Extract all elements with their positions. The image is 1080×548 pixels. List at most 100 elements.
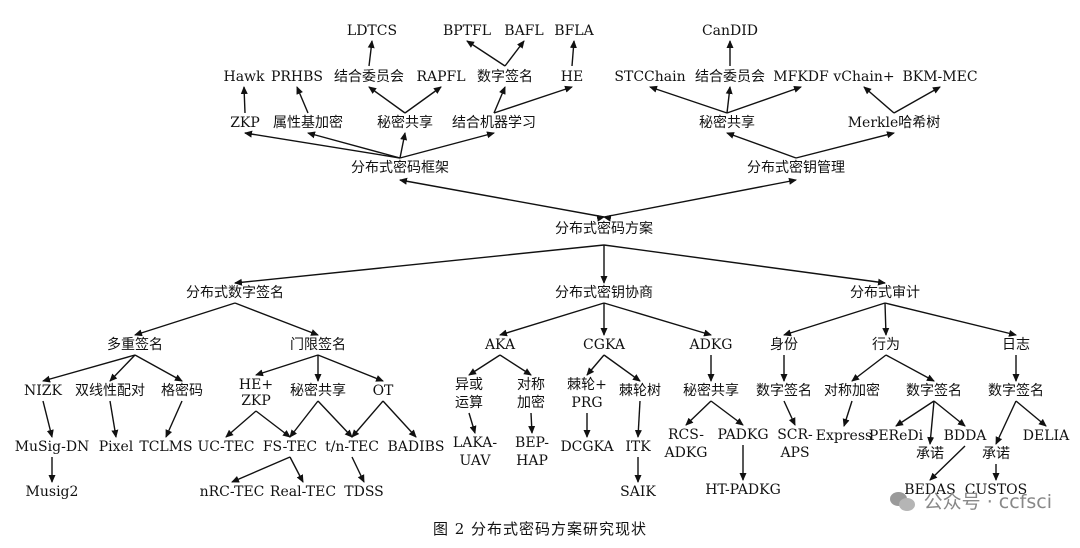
- node-custos: CUSTOS: [965, 482, 1028, 498]
- node-tdss: TDSS: [344, 484, 384, 500]
- edges: [42, 40, 1047, 483]
- connector-arrow: [317, 354, 384, 382]
- figure-caption: 图 2 分布式密码方案研究现状: [432, 520, 648, 538]
- node-real-tec: Real-TEC: [270, 484, 336, 500]
- node-ratchet-tree: 棘轮树: [619, 383, 661, 399]
- connector-arrow: [109, 400, 119, 438]
- connector-arrow: [468, 412, 477, 434]
- node-secret-sharing-upper-left: 秘密共享: [377, 114, 433, 131]
- connector-arrow: [842, 400, 853, 427]
- node-symmetric-1: 对称: [517, 377, 545, 393]
- connector-arrow: [726, 86, 802, 114]
- connector-arrow: [995, 400, 1017, 445]
- wechat-watermark: 公众号 · ccfsci: [889, 487, 1052, 514]
- connector-arrow: [134, 354, 183, 382]
- node-ldtcs: LDTCS: [347, 23, 397, 39]
- connector-arrow: [399, 177, 612, 222]
- connector-arrow: [596, 177, 797, 222]
- node-pixel: Pixel: [99, 439, 134, 455]
- connector-arrow: [289, 400, 319, 438]
- node-ht-padkg: HT-PADKG: [705, 482, 781, 498]
- connector-arrow: [783, 400, 796, 426]
- connector-arrow: [367, 40, 375, 67]
- connector-arrow: [351, 456, 365, 483]
- connector-arrow: [1015, 400, 1047, 427]
- watermark-text: 公众号 · ccfsci: [923, 491, 1052, 513]
- connector-arrow: [307, 131, 401, 159]
- node-tn-tec: t/n-TEC: [325, 439, 379, 455]
- node-identity: 身份: [770, 337, 798, 353]
- connector-arrow: [42, 354, 136, 383]
- connector-arrow: [255, 410, 291, 438]
- connector-arrow: [42, 400, 54, 438]
- wechat-icon: [889, 490, 916, 512]
- connector-arrow: [634, 400, 642, 438]
- connector-arrow: [109, 354, 136, 382]
- node-root: 分布式密码方案: [555, 220, 653, 237]
- node-nrc-tec: nRC-TEC: [200, 484, 265, 500]
- node-scr-aps-2: APS: [779, 445, 809, 461]
- connector-arrow: [499, 302, 605, 337]
- node-scr-aps-1: SCR-: [777, 427, 813, 443]
- connector-arrow: [289, 456, 304, 483]
- connector-arrow: [493, 86, 506, 114]
- node-behavior: 行为: [872, 337, 900, 353]
- node-vchain-plus: vChain+: [832, 69, 894, 85]
- node-tclms: TCLMS: [139, 439, 192, 455]
- node-bptfl: BPTFL: [443, 23, 491, 39]
- node-digital-signature-log: 数字签名: [988, 382, 1044, 399]
- node-committee-upper-right: 结合委员会: [695, 69, 765, 85]
- node-dcgka: DCGKA: [560, 439, 614, 455]
- connector-arrow: [240, 86, 248, 114]
- node-ratchet-prg-1: 棘轮+: [567, 377, 607, 393]
- connector-arrow: [528, 412, 536, 434]
- connector-arrow: [382, 400, 417, 438]
- node-distributed-key-agreement: 分布式密钥协商: [555, 284, 653, 301]
- connector-arrow: [783, 302, 886, 337]
- connector-arrow: [255, 354, 319, 377]
- connector-arrow: [586, 354, 605, 376]
- node-mfkdf: MFKDF: [773, 69, 829, 85]
- connector-arrow: [134, 302, 236, 337]
- node-uc-tec: UC-TEC: [197, 439, 254, 455]
- connector-arrow: [851, 354, 887, 382]
- node-laka-uav-2: UAV: [460, 453, 492, 469]
- node-musig-dn: MuSig-DN: [15, 439, 90, 455]
- connector-arrow: [726, 132, 797, 159]
- node-ot: OT: [373, 383, 394, 399]
- connector-arrow: [649, 85, 728, 114]
- connector-arrow: [499, 354, 532, 376]
- connector-arrow: [569, 40, 577, 67]
- node-distributed-digital-signature: 分布式数字签名: [186, 284, 284, 301]
- node-delia: DELIA: [1023, 428, 1070, 444]
- connector-arrow: [399, 132, 408, 159]
- node-padkg: PADKG: [717, 427, 768, 443]
- node-bilinear-pairing: 双线性配对: [75, 383, 145, 399]
- node-stcchain: STCChain: [614, 69, 685, 85]
- node-musig2: Musig2: [26, 484, 79, 500]
- connector-arrow: [493, 85, 573, 114]
- node-ratchet-prg-2: PRG: [571, 395, 602, 411]
- node-bfla: BFLA: [554, 23, 594, 39]
- node-digital-signature-behavior: 数字签名: [906, 382, 962, 399]
- connector-arrow: [725, 86, 733, 114]
- connector-arrow: [885, 354, 935, 382]
- node-he-plus: HE+: [239, 377, 273, 393]
- node-aka: AKA: [484, 337, 516, 353]
- node-multi-signature: 多重签名: [107, 336, 163, 353]
- connector-arrow: [165, 400, 183, 438]
- node-rcs-adkg-2: ADKG: [664, 445, 708, 461]
- node-hawk: Hawk: [223, 69, 265, 85]
- node-candid: CanDID: [702, 23, 758, 39]
- node-commitment-behavior: 承诺: [916, 446, 944, 462]
- node-nizk: NIZK: [24, 383, 63, 399]
- connector-arrow: [368, 86, 406, 114]
- node-fs-tec: FS-TEC: [263, 439, 317, 455]
- connector-arrow: [225, 410, 257, 438]
- node-merkle-hash-tree: Merkle哈希树: [848, 115, 941, 131]
- node-bafl: BAFL: [504, 23, 543, 39]
- node-bdda: BDDA: [944, 428, 988, 444]
- connector-arrow: [929, 445, 966, 481]
- node-rcs-adkg-1: RCS-: [668, 427, 704, 443]
- node-saik: SAIK: [620, 484, 656, 500]
